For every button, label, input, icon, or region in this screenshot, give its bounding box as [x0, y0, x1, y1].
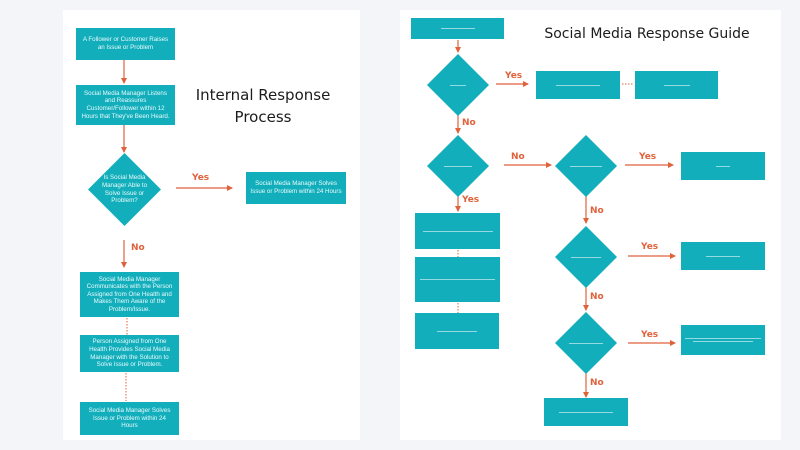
guide-yes-3: Yes — [639, 152, 657, 162]
guide-box-left-3 — [415, 313, 499, 349]
decision-text — [438, 70, 478, 101]
guide-decision-2 — [427, 135, 489, 197]
guide-box-yes-1a — [536, 71, 620, 99]
guide-box-final — [544, 398, 628, 426]
title-line-2: Process — [234, 108, 292, 126]
guide-decision-1 — [427, 54, 489, 116]
decision-text: Is Social Media Manager Able to Solve Is… — [101, 174, 148, 205]
guide-box-yes-5 — [681, 325, 765, 355]
guide-yes-2: Yes — [462, 195, 480, 205]
guide-no-2: No — [511, 152, 525, 162]
decision-text — [566, 242, 606, 273]
guide-start-box — [411, 18, 504, 39]
step-communicate-one-health: Social Media Manager Communicates with t… — [80, 272, 179, 317]
guide-yes-4: Yes — [641, 242, 659, 252]
title-line-1: Internal Response — [195, 86, 331, 104]
step-raise-issue: A Follower or Customer Raises an Issue o… — [76, 28, 175, 60]
guide-yes-1: Yes — [505, 71, 523, 81]
guide-decision-5 — [555, 312, 617, 374]
step-listen-reassure: Social Media Manager Listens and Reassur… — [76, 85, 175, 125]
guide-yes-5: Yes — [641, 330, 659, 340]
no-label: No — [131, 243, 145, 253]
step-one-health-provides-solution: Person Assigned from One Health Provides… — [80, 335, 179, 372]
guide-no-5: No — [590, 378, 604, 388]
guide-decision-4 — [555, 226, 617, 288]
response-guide-title: Social Media Response Guide — [544, 26, 750, 42]
guide-box-left-2 — [415, 257, 500, 302]
guide-no-1: No — [462, 118, 476, 128]
guide-no-4: No — [590, 292, 604, 302]
guide-box-left-1 — [415, 213, 500, 249]
internal-process-title: Internal Response Process — [188, 84, 338, 128]
guide-box-yes-4 — [681, 242, 765, 270]
guide-no-3: No — [590, 206, 604, 216]
guide-box-yes-1b — [635, 71, 718, 99]
guide-decision-3 — [555, 135, 617, 197]
decision-text — [566, 328, 606, 359]
yes-label: Yes — [192, 173, 210, 183]
decision-text — [438, 151, 478, 182]
step-manager-solves: Social Media Manager Solves Issue or Pro… — [246, 172, 346, 204]
decision-text — [566, 151, 606, 182]
decision-able-to-solve: Is Social Media Manager Able to Solve Is… — [88, 153, 161, 226]
guide-box-yes-3 — [681, 152, 765, 180]
step-manager-solves-final: Social Media Manager Solves Issue or Pro… — [80, 402, 179, 435]
